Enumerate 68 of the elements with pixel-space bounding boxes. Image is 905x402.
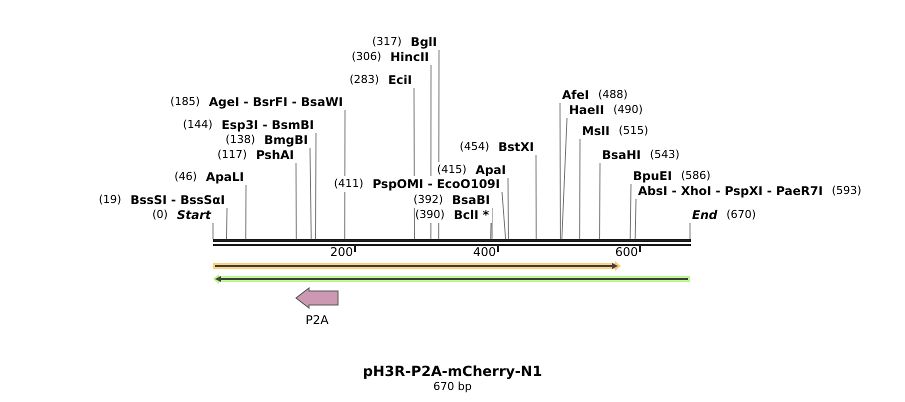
site-position: (117) (217, 146, 247, 163)
site-position: (392) (413, 192, 443, 208)
leader-line (245, 184, 246, 240)
site-position: (411) (334, 176, 364, 192)
site-position: (515) (618, 122, 648, 139)
site-position: (306) (352, 48, 382, 65)
enzyme-name: BssSI - BssSαI (130, 192, 225, 209)
leader-line (490, 222, 492, 240)
enzyme-name: HaeII (569, 102, 604, 119)
leader-line (561, 118, 568, 240)
leader-line (508, 178, 509, 240)
enzyme-name: ApaLI (206, 169, 244, 186)
leader-line (630, 184, 632, 240)
map-title: pH3R-P2A-mCherry-N1 (362, 363, 544, 382)
site-position: (46) (174, 168, 197, 185)
enzyme-name: BsaHI (602, 147, 641, 164)
enzyme-name: BglI (410, 34, 437, 51)
site-position: (317) (372, 34, 402, 50)
leader-line (560, 102, 561, 240)
enzyme-name: AfeI (562, 87, 590, 104)
enzyme-name: AgeI - BsrFI - BsaWI (208, 94, 343, 111)
leader-line (310, 148, 312, 240)
enzyme-name: BsaBI (452, 192, 490, 209)
enzyme-name: BpuEI (633, 168, 672, 185)
enzyme-name: EciI (388, 72, 412, 89)
enzyme-name: Esp3I - BsmBI (222, 117, 314, 134)
enzyme-name: AbsI - XhoI - PspXI - PaeR7I (638, 183, 823, 200)
leader-line (296, 162, 297, 240)
site-position: (185) (170, 94, 200, 110)
site-position: (19) (98, 192, 122, 208)
site-position: (144) (182, 116, 213, 133)
leader-line (599, 162, 600, 240)
leader-line (212, 222, 214, 240)
site-position: (593) (832, 182, 862, 199)
ruler-number: 400 (473, 245, 496, 259)
ruler-number: 600 (615, 245, 638, 259)
enzyme-name: ApaI (476, 162, 506, 179)
site-position: (390) (415, 206, 445, 223)
enzyme-name: End (692, 207, 718, 224)
site-position: (543) (650, 146, 680, 163)
enzyme-name: MslI (582, 123, 610, 140)
enzyme-name: BclI * (454, 207, 489, 224)
sequence-backbone (213, 239, 691, 246)
site-position: (454) (460, 138, 490, 155)
site-position: (0) (152, 206, 168, 223)
enzyme-name: Start (176, 207, 211, 224)
map-caption: 670 bp (432, 379, 473, 395)
site-position: (490) (613, 102, 643, 118)
enzyme-name: BstXI (498, 139, 534, 156)
enzyme-name: PshAI (256, 147, 294, 164)
leader-line (634, 198, 636, 240)
site-position: (586) (680, 168, 711, 184)
leader-line (536, 154, 537, 240)
ruler-number: 200 (330, 245, 353, 259)
leader-line (344, 110, 346, 240)
leader-line (579, 138, 580, 240)
enzyme-name: BmgBI (264, 132, 308, 149)
site-position: (670) (726, 206, 756, 223)
site-position: (415) (436, 162, 467, 178)
site-position: (283) (350, 72, 380, 88)
enzyme-name: HincII (390, 49, 429, 66)
enzyme-name: PspOMI - EcoO109I (372, 176, 500, 193)
feature-label: P2A (305, 312, 329, 328)
site-position: (488) (598, 86, 628, 103)
leader-line (315, 132, 316, 240)
site-position: (138) (226, 132, 256, 148)
leader-line (502, 192, 506, 240)
leader-line (226, 208, 228, 240)
